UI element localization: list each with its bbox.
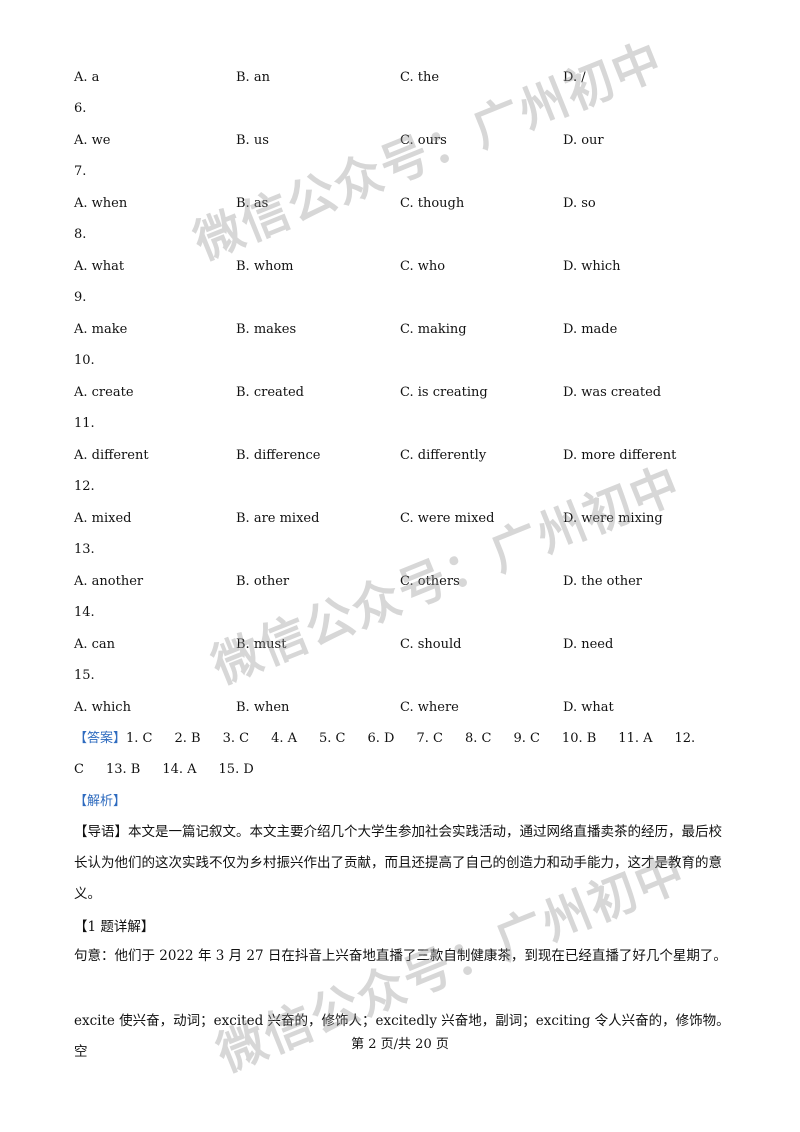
option-c: C. where (400, 700, 459, 715)
answer-item: 3. C (222, 731, 250, 746)
intro-text: 本文是一篇记叙文。本文主要介绍几个大学生参加社会实践活动，通过网络直播卖茶的经历… (74, 824, 722, 902)
question-number: 13. (74, 542, 95, 557)
option-b: B. difference (236, 448, 321, 463)
analysis-label: 【解析】 (74, 794, 127, 809)
option-a: A. what (74, 259, 125, 274)
intro-paragraph: 【导语】本文是一篇记叙文。本文主要介绍几个大学生参加社会实践活动，通过网络直播卖… (74, 817, 734, 910)
intro-label: 【导语】 (74, 824, 128, 840)
answer-item: 13. B (105, 762, 141, 777)
option-d: D. so (563, 196, 596, 211)
option-d: D. were mixing (563, 511, 663, 526)
answer-item: 12. (674, 731, 696, 746)
option-d: D. made (563, 322, 618, 337)
option-a: A. another (74, 574, 144, 589)
option-c: C. should (400, 637, 462, 652)
answer-item: 4. A (271, 731, 298, 746)
option-b: B. other (236, 574, 290, 589)
option-c: C. others (400, 574, 460, 589)
answer-item: 2. B (174, 731, 201, 746)
option-d: D. need (563, 637, 614, 652)
option-a: A. can (74, 637, 116, 652)
question-number: 6. (74, 101, 87, 116)
option-a: A. mixed (74, 511, 132, 526)
option-c: C. making (400, 322, 467, 337)
option-a: A. which (74, 700, 131, 715)
page-footer: 第 2 页/共 20 页 (351, 1037, 449, 1052)
question-number: 12. (74, 479, 95, 494)
option-c: C. is creating (400, 385, 488, 400)
answer-item: C (74, 762, 84, 777)
option-a: A. make (74, 322, 128, 337)
option-c: C. though (400, 196, 465, 211)
answer-label: 【答案】 (74, 731, 127, 746)
option-c: C. who (400, 259, 446, 274)
option-b: B. as (236, 196, 269, 211)
option-d: D. our (563, 133, 604, 148)
option-c: C. ours (400, 133, 447, 148)
answer-item: 15. D (218, 762, 254, 777)
option-b: B. are mixed (236, 511, 320, 526)
option-b: B. when (236, 700, 290, 715)
option-c: C. differently (400, 448, 487, 463)
question-number: 10. (74, 353, 95, 368)
option-b: B. must (236, 637, 287, 652)
option-a: A. we (74, 133, 111, 148)
watermark: 微信公众号：广州初中 (204, 455, 690, 696)
option-b: B. an (236, 70, 270, 85)
option-a: A. create (74, 385, 134, 400)
option-c: C. were mixed (400, 511, 495, 526)
answer-item: 1. C (126, 731, 153, 746)
answer-item: 5. C (319, 731, 346, 746)
question-number: 11. (74, 416, 95, 431)
option-d: D. / (563, 70, 586, 85)
option-d: D. was created (563, 385, 662, 400)
option-d: D. what (563, 700, 614, 715)
option-b: B. us (236, 133, 269, 148)
option-d: D. the other (563, 574, 642, 589)
option-a: A. when (74, 196, 128, 211)
option-d: D. which (563, 259, 621, 274)
option-b: B. whom (236, 259, 294, 274)
answer-item: 9. C (513, 731, 540, 746)
option-c: C. the (400, 70, 440, 85)
question-number: 9. (74, 290, 87, 305)
detail-words: excite 使兴奋，动词；excited 兴奋的，修饰人；excitedly … (74, 1013, 730, 1060)
answer-item: 10. B (561, 731, 597, 746)
answer-item: 14. A (162, 762, 197, 777)
answer-item: 8. C (464, 731, 492, 746)
detail-sentence: 句意：他们于 2022 年 3 月 27 日在抖音上兴奋地直播了三款自制健康茶，… (74, 948, 727, 964)
question-number: 15. (74, 668, 95, 683)
option-d: D. more different (563, 448, 677, 463)
detail-label: 【1 题详解】 (74, 919, 155, 935)
option-b: B. makes (236, 322, 297, 337)
question-number: 7. (74, 164, 87, 179)
option-a: A. different (74, 448, 149, 463)
option-a: A. a (74, 70, 100, 85)
answer-item: 6. D (367, 731, 395, 746)
question-number: 14. (74, 605, 95, 620)
option-b: B. created (236, 385, 304, 400)
answer-line-1: 【答案】1. C 2. B 3. C 4. A 5. C 6. D 7. C 8. C 9. C… (74, 731, 695, 747)
answer-item: 7. C (416, 731, 443, 746)
question-number: 8. (74, 227, 87, 242)
answer-item: 11. A (618, 731, 653, 746)
answer-line-2: C 13. B 14. A 15. D (74, 762, 254, 778)
